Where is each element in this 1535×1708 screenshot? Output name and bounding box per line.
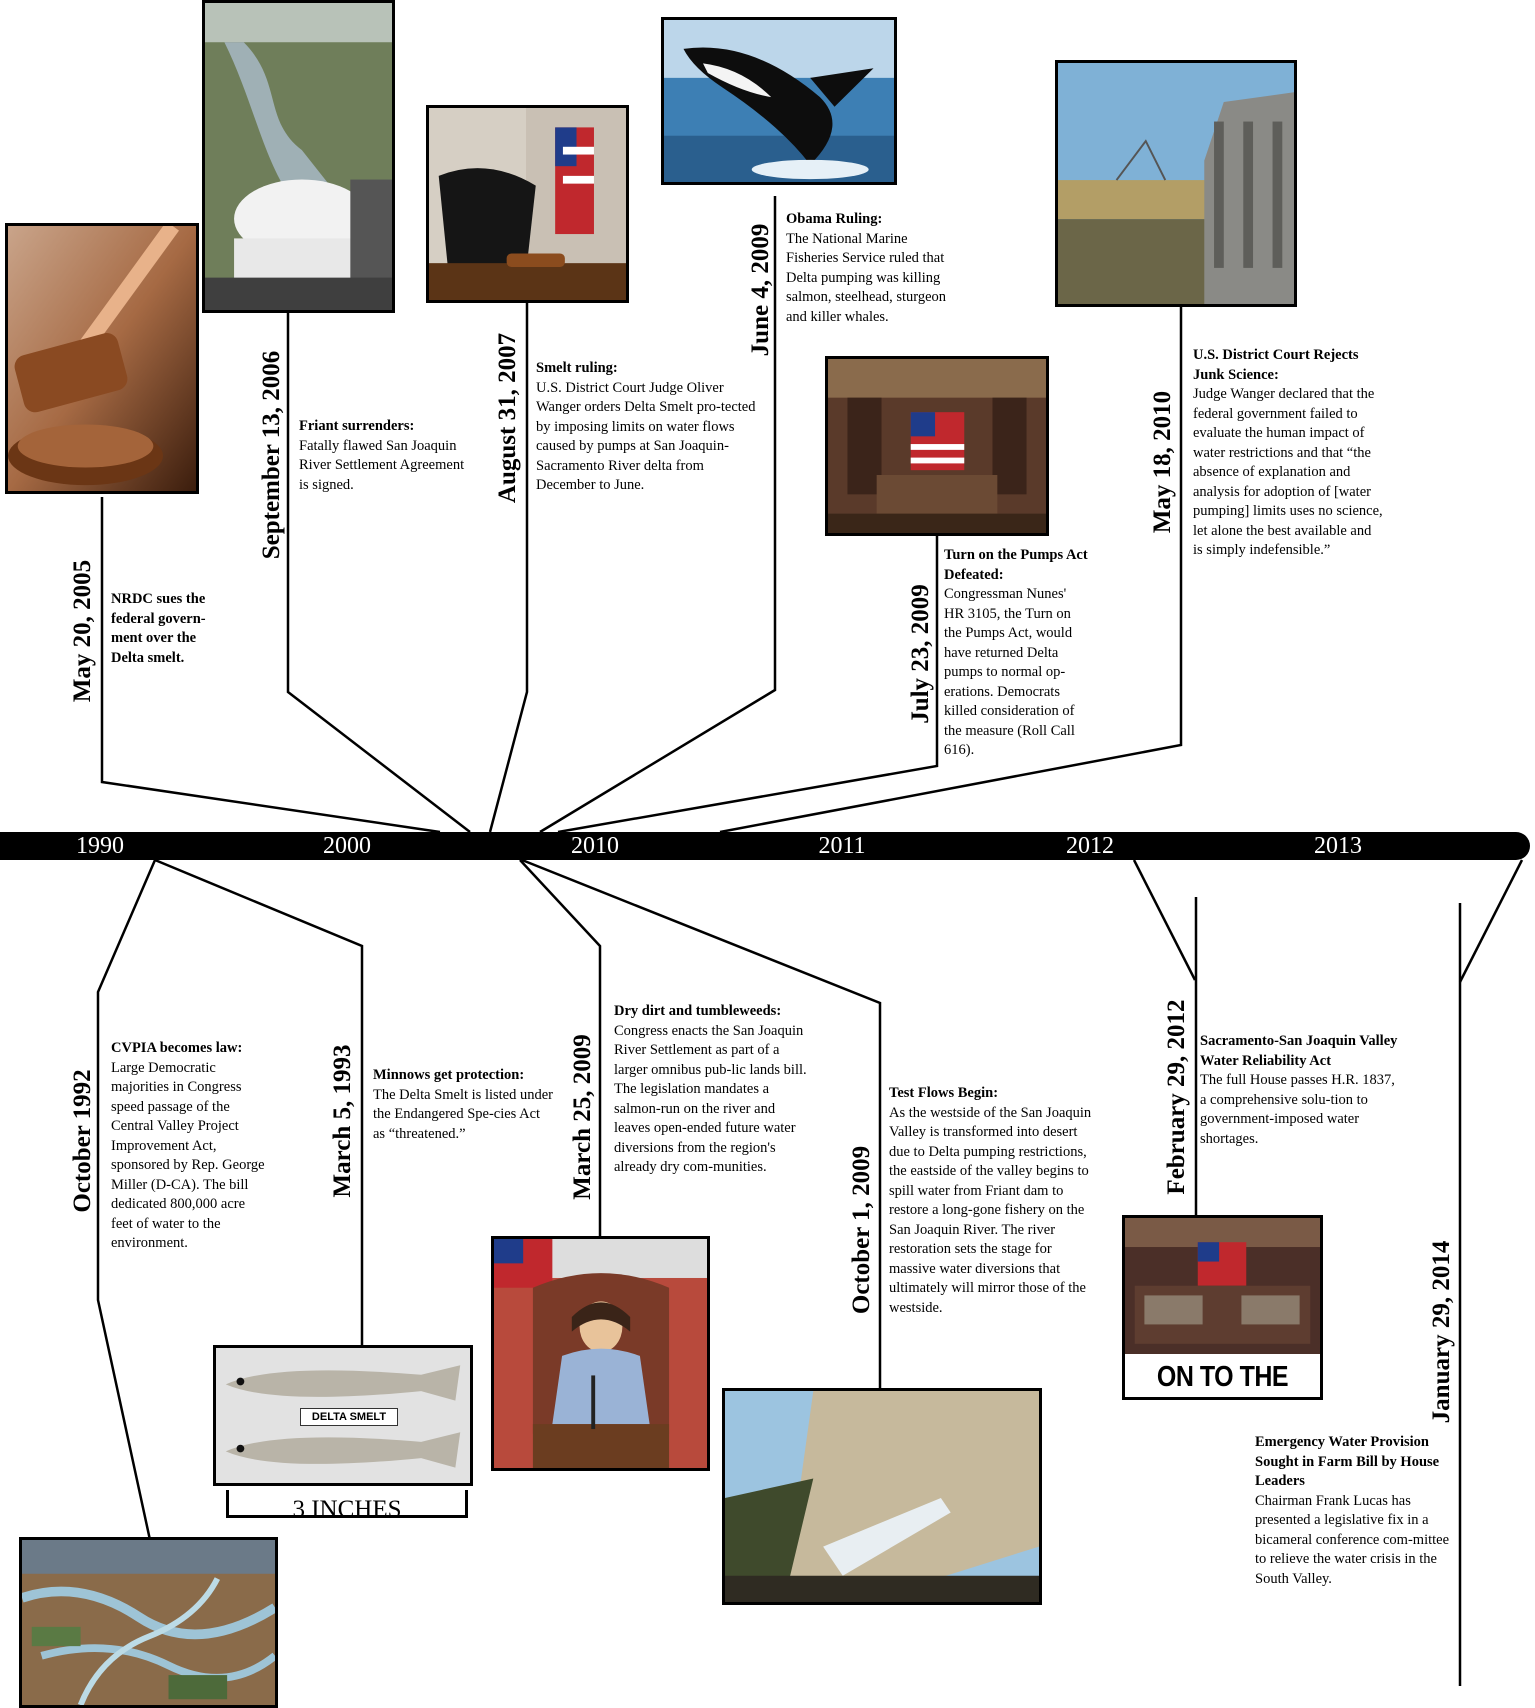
event-text: Congress enacts the San Joaquin River Se… (614, 1022, 807, 1176)
event-text: As the westside of the San Joaquin Valle… (889, 1104, 1092, 1316)
smelt-label: DELTA SMELT (300, 1408, 398, 1426)
axis-year-label: 2000 (323, 833, 371, 859)
connector-2014 (1458, 859, 1524, 983)
dam-spillway-photo (202, 0, 395, 313)
axis-year-label: 2011 (818, 833, 866, 859)
event-text: Judge Wanger declared that the federal g… (1193, 386, 1383, 558)
friant-dam-photo (722, 1388, 1042, 1605)
scale-bracket (226, 1490, 468, 1518)
event-heading: U.S. District Court Rejects Junk Science… (1193, 347, 1359, 383)
scale-label: 3 INCHES (292, 1496, 402, 1523)
house-vote-photo: ON TO THE SENATE (1122, 1215, 1323, 1400)
event-date: October 1, 2009 (848, 1145, 875, 1315)
event-text: Congressman Nunes' HR 3105, the Turn on … (944, 586, 1075, 758)
axis-year-label: 1990 (76, 833, 124, 859)
delta-smelt-photo: DELTA SMELT (213, 1345, 473, 1486)
connector-2006 (286, 313, 471, 833)
event-note-2007: Smelt ruling: U.S. District Court Judge … (536, 359, 764, 496)
event-text: Large Democratic majorities in Congress … (111, 1059, 265, 1252)
event-heading: Turn on the Pumps Act Defeated: (944, 547, 1088, 583)
event-date: July 23, 2009 (907, 584, 934, 724)
event-date: May 20, 2005 (69, 559, 96, 703)
event-date: June 4, 2009 (747, 223, 774, 357)
event-date: May 18, 2010 (1149, 390, 1176, 534)
event-note-2012: Sacramento-San Joaquin Valley Water Reli… (1200, 1032, 1400, 1149)
event-date: September 13, 2006 (258, 350, 285, 560)
event-text: Chairman Frank Lucas has presented a leg… (1255, 1492, 1450, 1587)
connector-2007 (488, 296, 529, 833)
event-heading: CVPIA becomes law: (111, 1040, 243, 1056)
connector-2010 (719, 306, 1183, 834)
event-heading: Sacramento-San Joaquin Valley Water Reli… (1200, 1033, 1398, 1069)
delta-aerial-photo (19, 1537, 278, 1708)
connector-2009-july (557, 535, 939, 834)
event-date: February 29, 2012 (1163, 999, 1190, 1195)
connector-2009-june (539, 196, 777, 834)
event-note-2009-july: Turn on the Pumps Act Defeated: Congress… (944, 546, 1089, 761)
event-date: March 25, 2009 (569, 1034, 596, 1200)
event-note-2009-october: Test Flows Begin: As the westside of the… (889, 1084, 1099, 1318)
event-heading: Friant surrenders: (299, 418, 415, 434)
event-heading: Minnows get protection: (373, 1067, 525, 1083)
event-note-2010: U.S. District Court Rejects Junk Science… (1193, 346, 1383, 561)
speaker-photo (491, 1236, 710, 1471)
event-date: March 5, 1993 (329, 1044, 356, 1198)
event-text: The full House passes H.R. 1837, a compr… (1200, 1072, 1395, 1147)
house-chamber-photo (825, 356, 1049, 536)
courtroom-chair-photo (426, 105, 629, 303)
event-note-1992: CVPIA becomes law: Large Democratic majo… (111, 1039, 266, 1254)
senate-caption: ON TO THE SENATE (1125, 1354, 1320, 1397)
event-text: Fatally flawed San Joaquin River Settlem… (299, 437, 465, 493)
event-note-1993: Minnows get protection: The Delta Smelt … (373, 1066, 553, 1144)
event-date: January 29, 2014 (1428, 1240, 1455, 1424)
gavel-photo (5, 223, 199, 494)
event-text: U.S. District Court Judge Oliver Wanger … (536, 379, 756, 494)
event-heading: Obama Ruling: (786, 211, 883, 227)
timeline-axis (0, 832, 1530, 860)
event-note-2009-march: Dry dirt and tumbleweeds: Congress enact… (614, 1002, 814, 1178)
connector-2012 (1132, 859, 1197, 981)
event-note-2005: NRDC sues the federal govern-ment over t… (111, 590, 226, 668)
connector-1993 (154, 858, 364, 1346)
axis-year-label: 2013 (1314, 833, 1362, 859)
connector-2005 (100, 497, 441, 834)
axis-year-label: 2012 (1066, 833, 1114, 859)
connector-2009-march (519, 859, 602, 1238)
pumping-plant-photo (1055, 60, 1297, 307)
connector-2009-october (521, 858, 882, 1390)
event-note-2006: Friant surrenders: Fatally flawed San Jo… (299, 417, 469, 495)
event-text: The National Marine Fisheries Service ru… (786, 230, 947, 325)
event-heading: NRDC sues the federal govern-ment over t… (111, 591, 206, 666)
connector-1992 (96, 859, 157, 1541)
axis-year-label: 2010 (571, 833, 619, 859)
event-date: August 31, 2007 (494, 332, 521, 504)
event-date: October 1992 (69, 1069, 96, 1213)
event-heading: Test Flows Begin: (889, 1085, 999, 1101)
event-note-2014: Emergency Water Provision Sought in Farm… (1255, 1433, 1460, 1589)
event-note-2009-june: Obama Ruling: The National Marine Fisher… (786, 210, 956, 327)
orca-photo (661, 17, 897, 185)
event-text: The Delta Smelt is listed under the Enda… (373, 1086, 554, 1142)
event-heading: Emergency Water Provision Sought in Farm… (1255, 1434, 1440, 1489)
event-heading: Smelt ruling: (536, 360, 618, 376)
event-heading: Dry dirt and tumbleweeds: (614, 1003, 782, 1019)
